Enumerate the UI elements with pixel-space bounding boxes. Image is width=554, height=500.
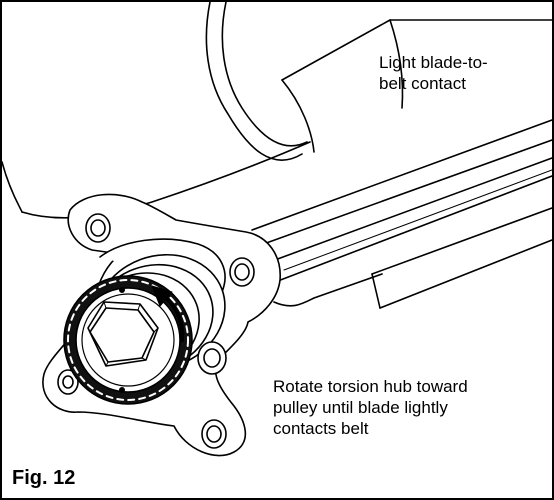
callout-line: Light blade-to-: [379, 53, 488, 72]
hex-bolt-icon: [87, 301, 159, 367]
callout-line: contacts belt: [273, 419, 369, 438]
callout-blade-contact: Light blade-to- belt contact: [379, 52, 488, 94]
torsion-shaft: [251, 119, 552, 309]
callout-line: belt contact: [379, 74, 466, 93]
callout-line: pulley until blade lightly: [273, 398, 448, 417]
set-screw: [197, 341, 227, 375]
callout-line: Rotate torsion hub toward: [273, 377, 468, 396]
callout-rotate-hub: Rotate torsion hub toward pulley until b…: [273, 376, 468, 439]
scraper-blade: [281, 19, 552, 153]
pulley-outline: [2, 2, 311, 219]
mounting-hole-icon: [57, 213, 255, 449]
rotation-arrow-icon: [151, 285, 185, 342]
figure-label: Fig. 12: [12, 467, 76, 489]
